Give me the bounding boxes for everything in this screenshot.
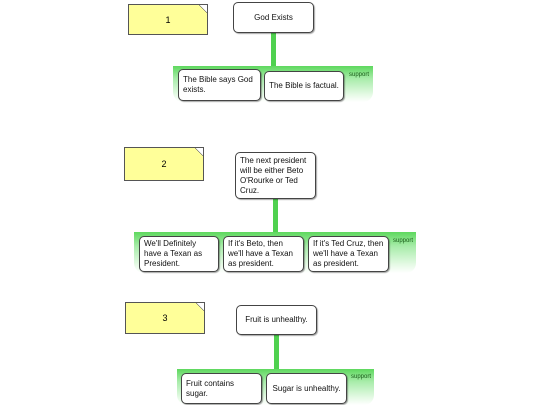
reason-text: If it's Ted Cruz, then we'll have a Texa… xyxy=(313,239,384,268)
support-label: support xyxy=(351,374,372,380)
note-label: 2 xyxy=(161,159,167,169)
claim-text: Fruit is unhealthy. xyxy=(245,315,308,324)
reason-box[interactable]: Fruit contains sugar. xyxy=(181,373,262,404)
note-1[interactable]: 1 xyxy=(128,4,208,35)
claim-text: The next president will be either Beto O… xyxy=(240,156,307,195)
note-fold xyxy=(199,5,207,13)
reason-text: Fruit contains sugar. xyxy=(186,378,235,398)
reason-box[interactable]: If it's Beto, then we'll have a Texan as… xyxy=(223,236,304,272)
claim-box-3[interactable]: Fruit is unhealthy. xyxy=(236,305,317,335)
connector xyxy=(273,198,278,234)
note-label: 1 xyxy=(165,14,171,25)
reason-text: If it's Beto, then we'll have a Texan as… xyxy=(228,239,293,268)
note-fold xyxy=(196,303,204,311)
note-label: 3 xyxy=(162,313,168,323)
note-3[interactable]: 3 xyxy=(125,302,205,334)
reason-box[interactable]: If it's Ted Cruz, then we'll have a Texa… xyxy=(308,236,389,272)
note-fold xyxy=(195,148,203,156)
reason-box[interactable]: The Bible says God exists. xyxy=(178,69,261,101)
reason-box[interactable]: We'll Definitely have a Texan as Preside… xyxy=(139,236,219,272)
support-label: support xyxy=(393,238,414,244)
claim-box-2[interactable]: The next president will be either Beto O… xyxy=(235,152,316,199)
reason-box[interactable]: The Bible is factual. xyxy=(264,71,344,101)
connector xyxy=(271,32,276,68)
claim-text: God Exists xyxy=(254,12,293,22)
reason-box[interactable]: Sugar is unhealthy. xyxy=(266,373,347,404)
claim-box-1[interactable]: God Exists xyxy=(233,2,314,33)
reason-text: Sugar is unhealthy. xyxy=(272,383,341,393)
support-label: support xyxy=(349,72,370,78)
reason-text: The Bible is factual. xyxy=(269,81,339,90)
reason-text: The Bible says God exists. xyxy=(183,75,253,94)
note-2[interactable]: 2 xyxy=(124,147,204,181)
reason-text: We'll Definitely have a Texan as Preside… xyxy=(144,239,203,268)
connector xyxy=(274,333,279,371)
